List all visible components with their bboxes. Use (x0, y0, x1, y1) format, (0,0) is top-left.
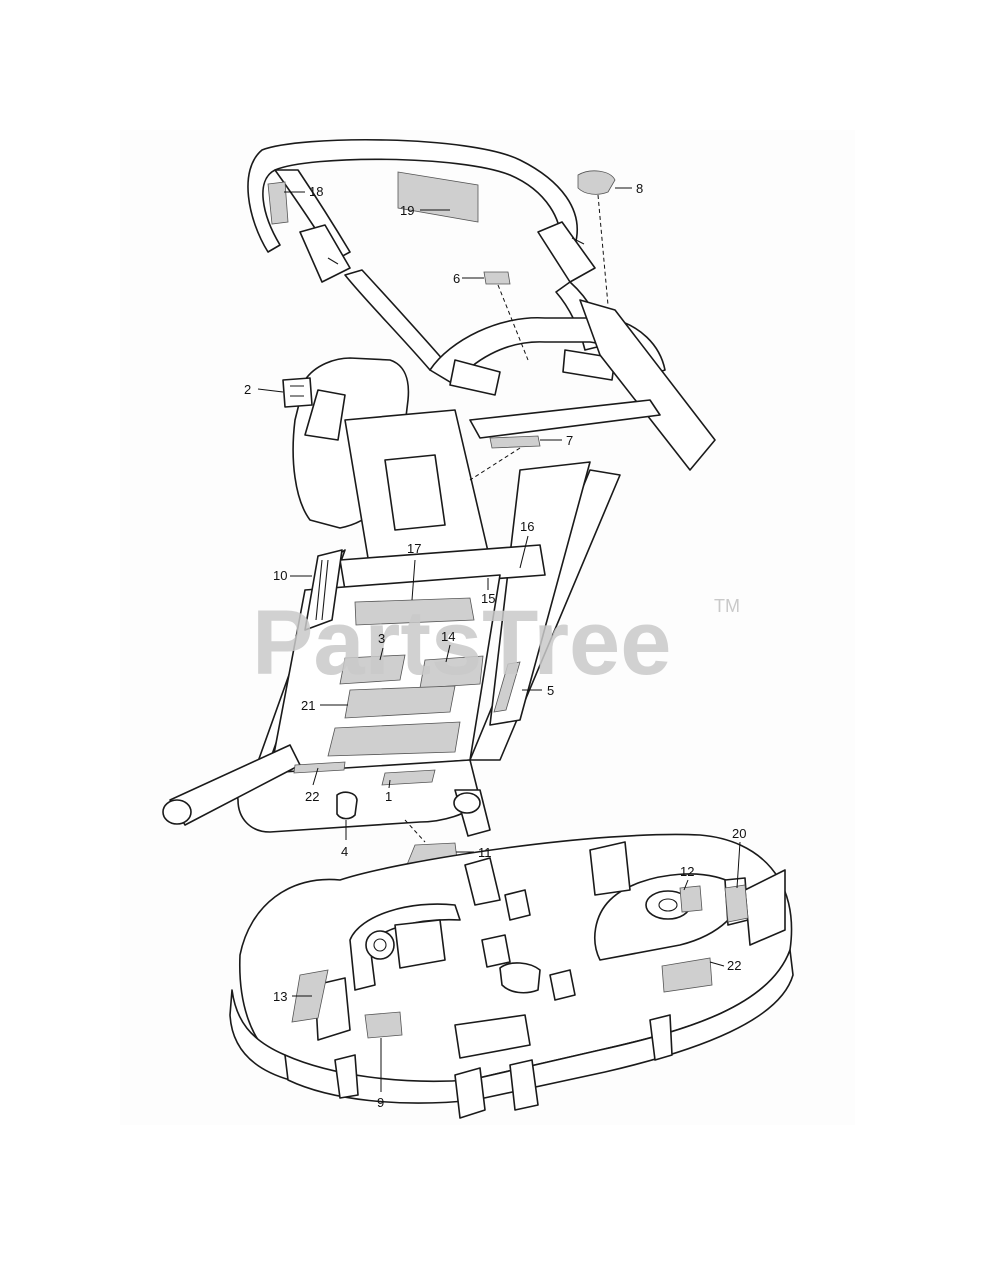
bracket-2 (282, 377, 313, 408)
callout-8: 8 (636, 181, 643, 196)
small-parts (282, 377, 358, 820)
callout-2: 2 (244, 382, 251, 397)
callout-16: 16 (520, 519, 534, 534)
callout-11: 11 (478, 845, 492, 860)
callout-3: 3 (378, 631, 385, 646)
callouts: 18 19 8 6 2 7 16 17 10 15 3 14 5 21 22 1… (244, 181, 746, 1110)
watermark-trademark: TM (714, 596, 740, 616)
decal-21b (327, 721, 461, 757)
callout-14: 14 (441, 629, 455, 644)
callout-22-deck: 22 (727, 958, 741, 973)
callout-15: 15 (481, 591, 495, 606)
callout-13: 13 (273, 989, 287, 1004)
decal-14 (419, 655, 484, 689)
watermark-text: PartsTree (252, 592, 671, 694)
callout-7: 7 (566, 433, 573, 448)
decals (267, 170, 616, 873)
callout-12: 12 (680, 864, 694, 879)
callout-6: 6 (453, 271, 460, 286)
decal-12 (679, 885, 703, 913)
callout-22-frame: 22 (305, 789, 319, 804)
decal-6 (483, 271, 511, 285)
decal-8 (577, 170, 616, 195)
callout-17: 17 (407, 541, 421, 556)
decal-7 (489, 435, 541, 449)
decal-22a (293, 761, 346, 774)
decal-18 (267, 181, 289, 225)
watermark: PartsTree TM (252, 592, 740, 694)
callout-1: 1 (385, 789, 392, 804)
callout-10: 10 (273, 568, 287, 583)
decal-21a (344, 685, 456, 719)
leader-lines (257, 187, 741, 1092)
decal-4 (336, 791, 358, 820)
decal-17 (354, 597, 475, 626)
decal-3 (339, 654, 406, 685)
decal-20 (724, 884, 749, 923)
callout-9: 9 (377, 1095, 384, 1110)
decal-5 (493, 661, 521, 713)
callout-19: 19 (400, 203, 414, 218)
callout-21: 21 (301, 698, 315, 713)
decal-1 (381, 769, 436, 786)
callout-4: 4 (341, 844, 348, 859)
decal-19 (397, 171, 479, 223)
callout-5: 5 (547, 683, 554, 698)
callout-18: 18 (309, 184, 323, 199)
decal-22b (661, 957, 713, 993)
decal-9 (364, 1011, 403, 1039)
callout-20: 20 (732, 826, 746, 841)
